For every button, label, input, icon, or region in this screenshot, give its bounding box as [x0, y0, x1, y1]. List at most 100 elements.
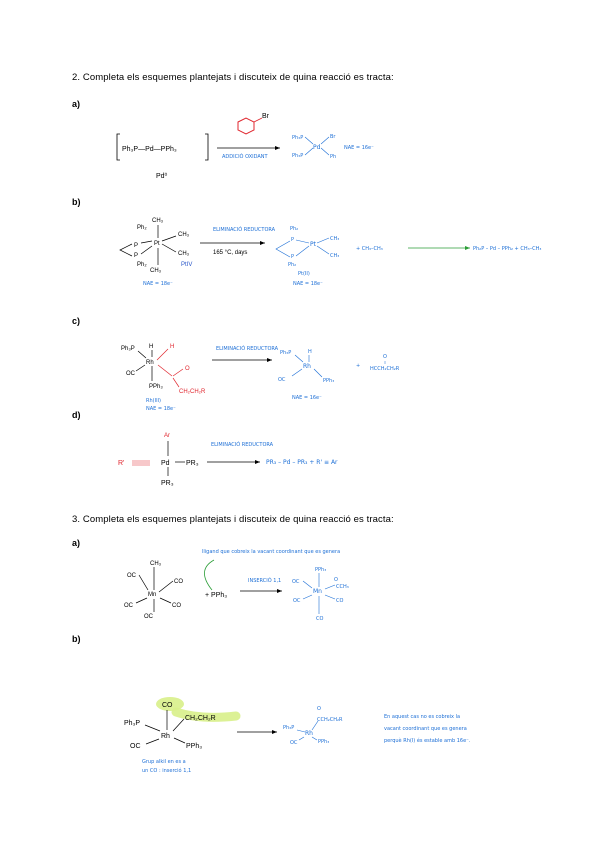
- svg-text:Ph₃P: Ph₃P: [292, 135, 303, 141]
- reagent-3a: + PPh₃: [205, 592, 227, 599]
- svg-text:PPh₃: PPh₃: [315, 567, 326, 573]
- scheme-2a: Ph₃P—Pd—PPh₃ Pd⁰ Br ADDICIÓ OXIDANT Ph₃P…: [116, 113, 374, 180]
- svg-text:Pd: Pd: [313, 144, 321, 151]
- svg-text:CCH₂CH₂R: CCH₂CH₂R: [317, 717, 343, 723]
- svg-text:PPh₃: PPh₃: [186, 743, 202, 750]
- svg-text:Ph₂: Ph₂: [288, 262, 296, 268]
- note-3b-right-3: perquè Rh(I) és estable amb 16e⁻.: [384, 737, 471, 744]
- note-3b-bottom-1: Grup alkil en es a: [142, 759, 186, 765]
- svg-text:O: O: [185, 366, 190, 372]
- q3-a-label: a): [72, 538, 81, 548]
- svg-text:Ph₂: Ph₂: [290, 226, 298, 232]
- q2-title: 2. Completa els esquemes plantejats i di…: [72, 72, 394, 83]
- svg-text:P: P: [134, 253, 138, 259]
- nae-right-2b: NAE = 18e⁻: [293, 281, 323, 287]
- arrow-note-2b: ELIMINACIÓ REDUCTORA: [213, 226, 276, 233]
- svg-text:Pt: Pt: [154, 241, 160, 247]
- scheme-3a: CH₃ OC CO Mn OC CO OC lligand que cobrei…: [124, 549, 349, 622]
- svg-text:PPh₃: PPh₃: [323, 378, 334, 384]
- svg-text:Rh: Rh: [305, 730, 313, 737]
- svg-text:H: H: [170, 344, 174, 350]
- q2-b-label: b): [72, 197, 81, 207]
- nae-right-2c: NAE = 16e⁻: [292, 395, 322, 401]
- product-2d: PR₃ – Pd – PR₃ + R' ≡ Ar: [266, 459, 338, 466]
- svg-text:Ph₂: Ph₂: [137, 262, 147, 268]
- svg-text:R': R': [118, 460, 124, 467]
- scheme-2d: Ar R' Pd PR₃ PR₃ ELIMINACIÓ REDUCTORA PR…: [118, 433, 338, 487]
- svg-text:OC: OC: [126, 371, 136, 377]
- svg-text:Pt: Pt: [310, 241, 317, 248]
- q2-c-label: c): [72, 316, 81, 326]
- svg-text:Ar: Ar: [164, 433, 170, 439]
- arrow-note-2d: ELIMINACIÓ REDUCTORA: [211, 441, 274, 448]
- svg-text:Ph₃P: Ph₃P: [283, 725, 294, 731]
- svg-text:CO: CO: [316, 616, 323, 622]
- note-3b-right-1: En aquest cas no es cobreix la: [384, 714, 460, 720]
- ox-2b: Pt(II): [298, 271, 310, 277]
- svg-text:Ph: Ph: [330, 154, 336, 160]
- svg-text:CO: CO: [172, 603, 181, 609]
- br-label: Br: [262, 113, 270, 120]
- svg-text:Pd: Pd: [161, 460, 170, 467]
- svg-text:P: P: [291, 254, 294, 260]
- svg-text:Ph₃P: Ph₃P: [124, 720, 140, 727]
- svg-text:CH₃: CH₃: [330, 253, 339, 259]
- byproduct-2b: + CH₃–CH₃: [356, 246, 383, 252]
- svg-text:OC: OC: [292, 579, 300, 585]
- note-3b-right-2: vacant coordinant que es genera: [384, 726, 467, 732]
- svg-text:H: H: [308, 349, 312, 355]
- svg-text:PPh₃: PPh₃: [318, 739, 329, 745]
- svg-text:OC: OC: [293, 598, 301, 604]
- svg-text:CH₃: CH₃: [330, 236, 339, 242]
- note-3a-1: lligand que cobreix la vacant coordinant…: [202, 549, 340, 555]
- svg-text:CH₃: CH₃: [178, 251, 190, 257]
- svg-text:Rh: Rh: [303, 363, 311, 370]
- svg-text:CH₃: CH₃: [152, 218, 164, 224]
- pd0-label: Pd⁰: [156, 172, 168, 180]
- scheme-2b: Ph₂ P P Ph₂ Pt CH₃ CH₃ CH₃ CH₃ PtIV NAE …: [119, 218, 541, 287]
- svg-text:PR₃: PR₃: [161, 480, 174, 487]
- svg-text:H: H: [149, 344, 153, 350]
- svg-text:CH₂CH₂R: CH₂CH₂R: [185, 715, 216, 722]
- svg-text:P: P: [134, 243, 138, 249]
- pt-ox-2b: PtIV: [181, 262, 192, 268]
- scheme-3b: CO Ph₃P CH₂CH₂R Rh OC PPh₃ Ph₃P O CCH₂CH…: [124, 697, 471, 774]
- svg-text:Mn: Mn: [313, 588, 322, 595]
- arrow-note-3a: INSERCIÓ 1,1: [248, 577, 281, 584]
- nae-2a: NAE = 16e⁻: [344, 145, 374, 151]
- conditions-2b: 165 °C, days: [213, 250, 247, 256]
- final-2b: Ph₂P – Pd – PPh₂ + CH₃–CH₃: [473, 246, 541, 252]
- svg-text:CO: CO: [162, 702, 173, 709]
- q2-a-label: a): [72, 99, 81, 109]
- svg-text:OC: OC: [130, 743, 141, 750]
- svg-text:Mn: Mn: [148, 592, 156, 598]
- arrow-note-2c: ELIMINACIÓ REDUCTORA: [216, 345, 279, 352]
- svg-text:PPh₃: PPh₃: [149, 384, 163, 390]
- svg-text:P: P: [291, 237, 294, 243]
- svg-text:OC: OC: [127, 573, 137, 579]
- svg-text:OC: OC: [290, 740, 298, 746]
- svg-text:Br: Br: [330, 134, 336, 140]
- nae-left-2c: NAE = 18e⁻: [146, 406, 176, 412]
- svg-text:O: O: [334, 577, 338, 583]
- svg-text:CH₃: CH₃: [150, 268, 162, 274]
- svg-text:PR₃: PR₃: [186, 460, 199, 467]
- svg-text:CO: CO: [336, 598, 343, 604]
- q3-b-label: b): [72, 634, 81, 644]
- svg-text:OC: OC: [124, 603, 134, 609]
- scheme-2c: Ph₃P H H Rh OC PPh₃ O CH₂CH₂R Rh(III) NA…: [121, 344, 400, 412]
- svg-text:OC: OC: [278, 377, 286, 383]
- svg-text:Ph₃P: Ph₃P: [121, 346, 135, 352]
- note-3b-bottom-2: un CO : inserció 1,1: [142, 767, 191, 774]
- svg-text:CH₃: CH₃: [178, 232, 190, 238]
- svg-text:CH₂CH₂R: CH₂CH₂R: [179, 389, 206, 395]
- svg-text:Ph₃P: Ph₃P: [292, 153, 303, 159]
- ox-2c: Rh(III): [146, 398, 161, 404]
- svg-text:Ph₂: Ph₂: [137, 225, 147, 231]
- svg-text:+: +: [356, 363, 360, 369]
- arrow-note-2a: ADDICIÓ OXIDANT: [222, 153, 269, 160]
- svg-text:Rh: Rh: [161, 733, 170, 740]
- q3-title: 3. Completa els esquemes plantejats i di…: [72, 514, 394, 525]
- svg-text:O: O: [383, 354, 387, 360]
